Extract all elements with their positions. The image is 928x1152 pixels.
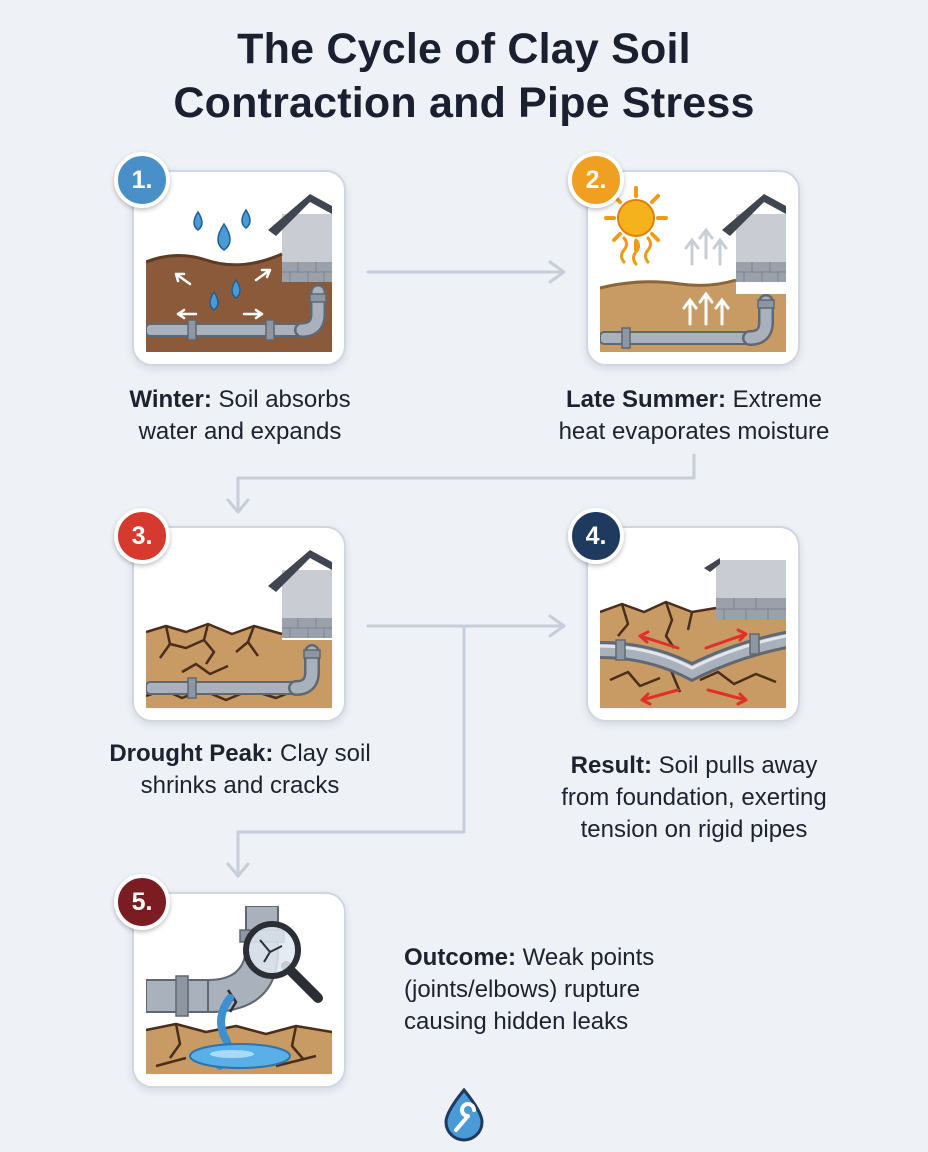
step-1-badge: 1. — [114, 152, 170, 208]
step-4-caption: Result: Soil pulls away from foundation,… — [561, 752, 827, 843]
winter-illustration — [146, 194, 332, 352]
step-1-caption: Winter: Soil absorbs water and expands — [129, 386, 351, 445]
magnifier-icon — [243, 921, 323, 1003]
result-illustration — [600, 558, 786, 708]
tension-arrows-icon — [638, 628, 748, 706]
step-2-card — [586, 170, 800, 366]
water-drop-wrench-icon — [444, 1088, 484, 1142]
sun-icon — [604, 186, 668, 252]
step-5-badge: 5. — [114, 874, 170, 930]
title-line-1: The Cycle of Clay Soil — [237, 25, 691, 73]
outcome-illustration — [146, 906, 332, 1074]
step-4-badge: 4. — [568, 508, 624, 564]
title-line-2: Contraction and Pipe Stress — [173, 79, 755, 127]
step-3-badge: 3. — [114, 508, 170, 564]
step-4-card — [586, 526, 800, 722]
late-summer-illustration — [600, 186, 786, 352]
step-5-card — [132, 892, 346, 1088]
step-5-caption: Outcome: Weak points (joints/elbows) rup… — [404, 944, 655, 1035]
page-title: The Cycle of Clay Soil Contraction and P… — [0, 22, 928, 130]
step-2-caption: Late Summer: Extreme heat evaporates moi… — [558, 386, 830, 445]
step-3-caption: Drought Peak: Clay soil shrinks and crac… — [109, 740, 371, 799]
step-2-badge: 2. — [568, 152, 624, 208]
step-3-card — [132, 526, 346, 722]
drought-illustration — [146, 550, 332, 708]
rain-drops-icon — [193, 208, 251, 311]
step-1-card — [132, 170, 346, 366]
